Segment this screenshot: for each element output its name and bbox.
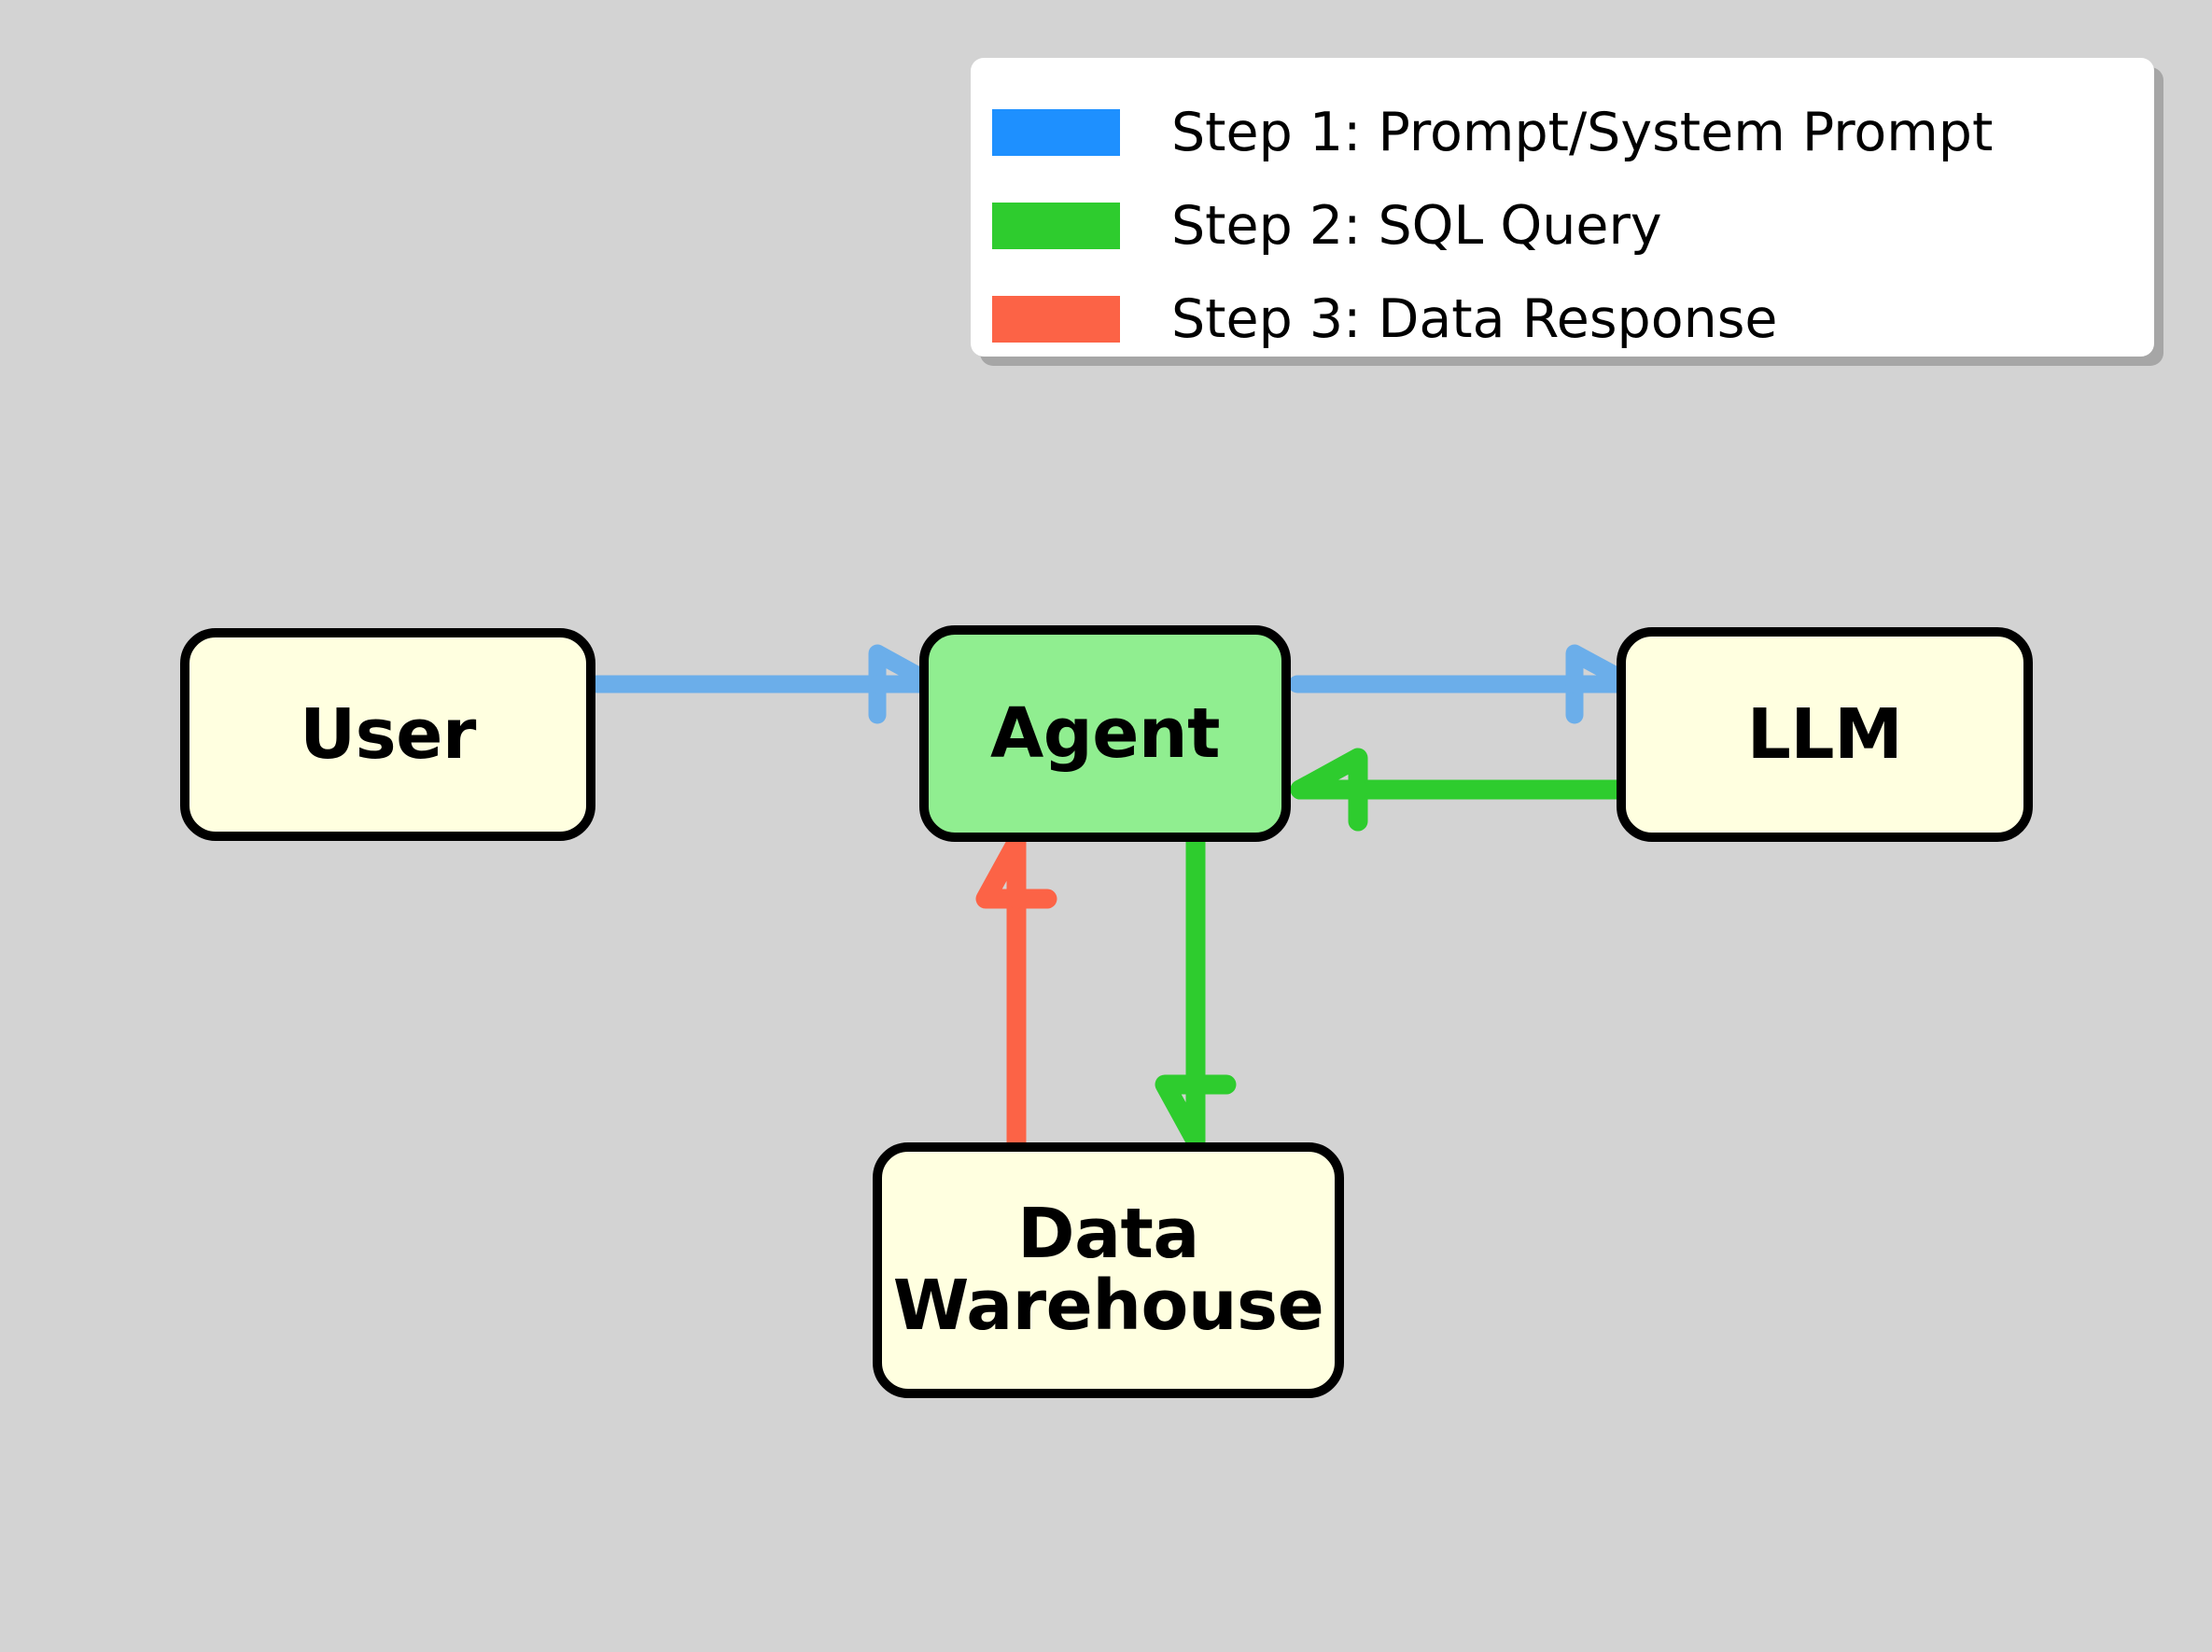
- legend-swatch-step-3: [992, 296, 1120, 343]
- legend-swatch-step-2: [992, 203, 1120, 249]
- edge-user-to-agent: [588, 644, 943, 724]
- edge-warehouse-to-agent: [975, 833, 1057, 1155]
- node-llm[interactable]: LLM: [1617, 627, 2033, 842]
- edge-agent-to-warehouse: [1155, 830, 1237, 1151]
- legend-panel: Step 1: Prompt/System Prompt Step 2: SQL…: [971, 58, 2154, 357]
- edge-llm-to-agent: [1290, 748, 1639, 832]
- node-agent[interactable]: Agent: [919, 625, 1291, 842]
- edge-agent-to-llm: [1288, 644, 1641, 724]
- legend-label-step-3: Step 3: Data Response: [1171, 287, 1778, 350]
- node-user[interactable]: User: [180, 628, 595, 841]
- node-data-warehouse[interactable]: Data Warehouse: [873, 1142, 1344, 1398]
- legend-label-step-2: Step 2: SQL Query: [1171, 194, 1662, 257]
- legend-swatch-step-1: [992, 109, 1120, 156]
- legend-item-step-3: Step 3: Data Response: [971, 273, 2154, 366]
- legend-item-step-1: Step 1: Prompt/System Prompt: [971, 86, 2154, 179]
- node-llm-label: LLM: [1746, 693, 1903, 775]
- node-data-warehouse-label: Data Warehouse: [892, 1194, 1324, 1346]
- node-agent-label: Agent: [990, 693, 1221, 774]
- legend-item-step-2: Step 2: SQL Query: [971, 179, 2154, 273]
- legend-label-step-1: Step 1: Prompt/System Prompt: [1171, 101, 1994, 163]
- node-user-label: User: [300, 693, 476, 775]
